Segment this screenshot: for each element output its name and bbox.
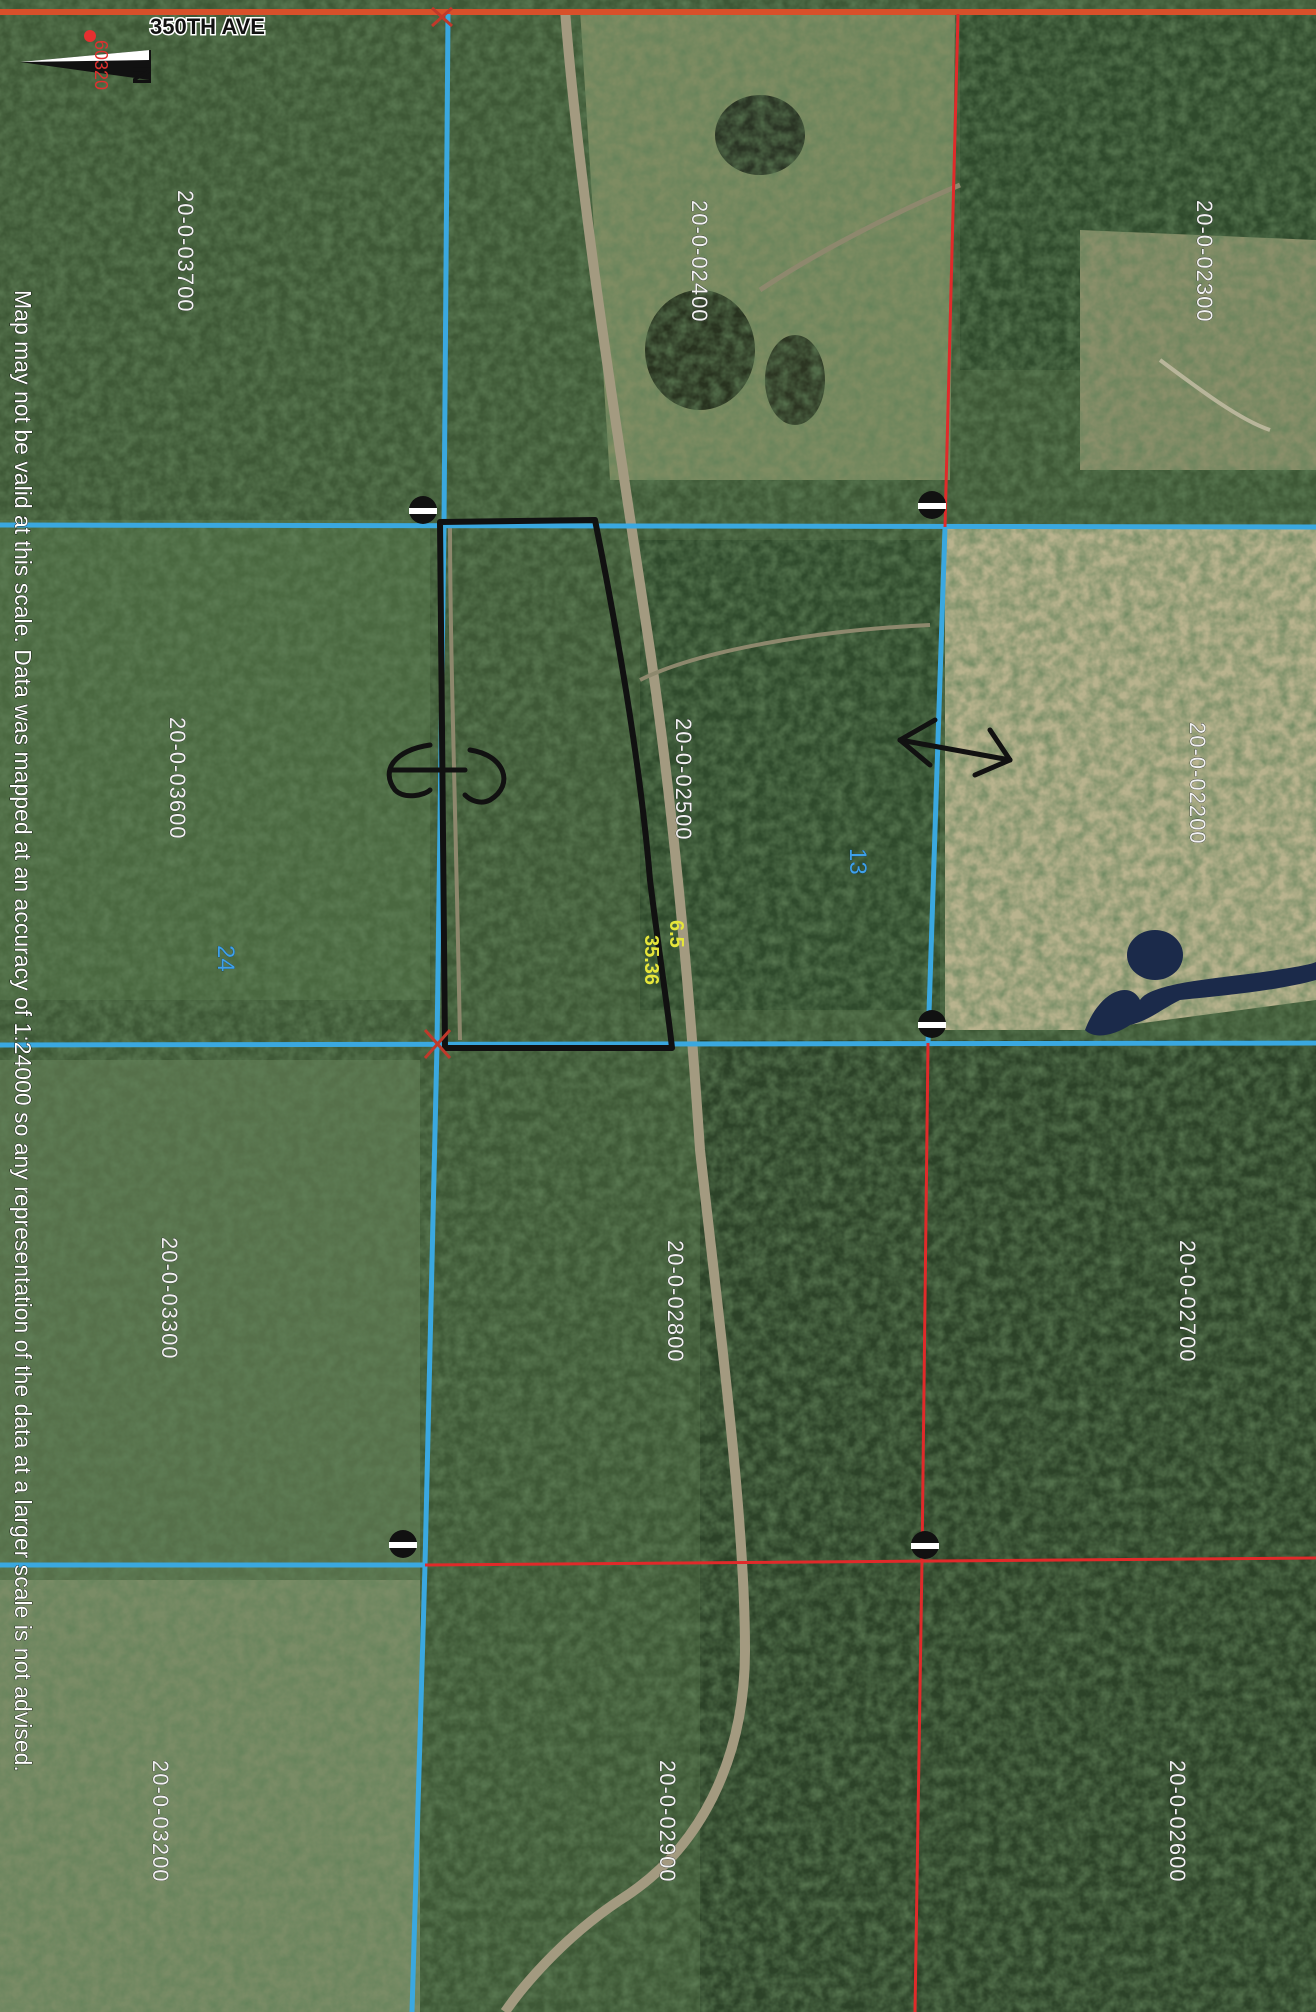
parcel-label-02600: 20-0-02600 [1165,1760,1190,1883]
parcel-label-03300: 20-0-03300 [157,1237,182,1360]
section-label-24: 24 [212,945,239,972]
section-label-13: 13 [844,848,871,875]
road-name-label: 350TH AVE [150,14,265,39]
parcel-label-03700: 20-0-03700 [173,190,198,313]
highlight-value-b: 35.36 [640,935,662,985]
road-marker-number: 60320 [91,40,111,90]
dirt-road [500,9,751,2012]
side-trail-3 [448,519,462,1041]
parcel-label-02300: 20-0-02300 [1192,200,1217,323]
parcel-label-02400: 20-0-02400 [687,200,712,323]
corner-x-markers [423,6,454,1059]
parcel-label-03200: 20-0-03200 [148,1760,173,1883]
side-trail-4 [1158,358,1271,432]
highlight-value-a: 6.5 [665,920,687,948]
corner-markers [389,491,946,1559]
subject-parcel-outline [437,517,675,1051]
arrow-north-south [897,717,1013,778]
arrow-west-east [386,742,507,805]
pond-head [1127,930,1183,980]
pond [1085,962,1316,1036]
parcel-label-02700: 20-0-02700 [1175,1240,1200,1363]
parcel-label-02800: 20-0-02800 [663,1240,688,1363]
corner-marker-2 [918,491,946,519]
parcel-label-02500: 20-0-02500 [671,718,696,841]
address-dot-icon [84,30,96,42]
parcel-label-02200: 20-0-02200 [1185,722,1210,845]
map-disclaimer: Map may not be valid at this scale. Data… [10,290,36,1772]
corner-marker-5 [911,1531,939,1559]
corner-marker-3 [918,1010,946,1038]
corner-marker-1 [409,496,437,524]
parcel-label-02900: 20-0-02900 [655,1760,680,1883]
north-arrow-icon: N [20,50,157,85]
side-trail-2 [758,182,961,293]
quarter-lines [424,13,1316,2012]
parcel-label-03600: 20-0-03600 [165,717,190,840]
corner-marker-4 [389,1530,417,1558]
side-trail-1 [639,623,931,682]
north-letter: N [127,66,157,85]
